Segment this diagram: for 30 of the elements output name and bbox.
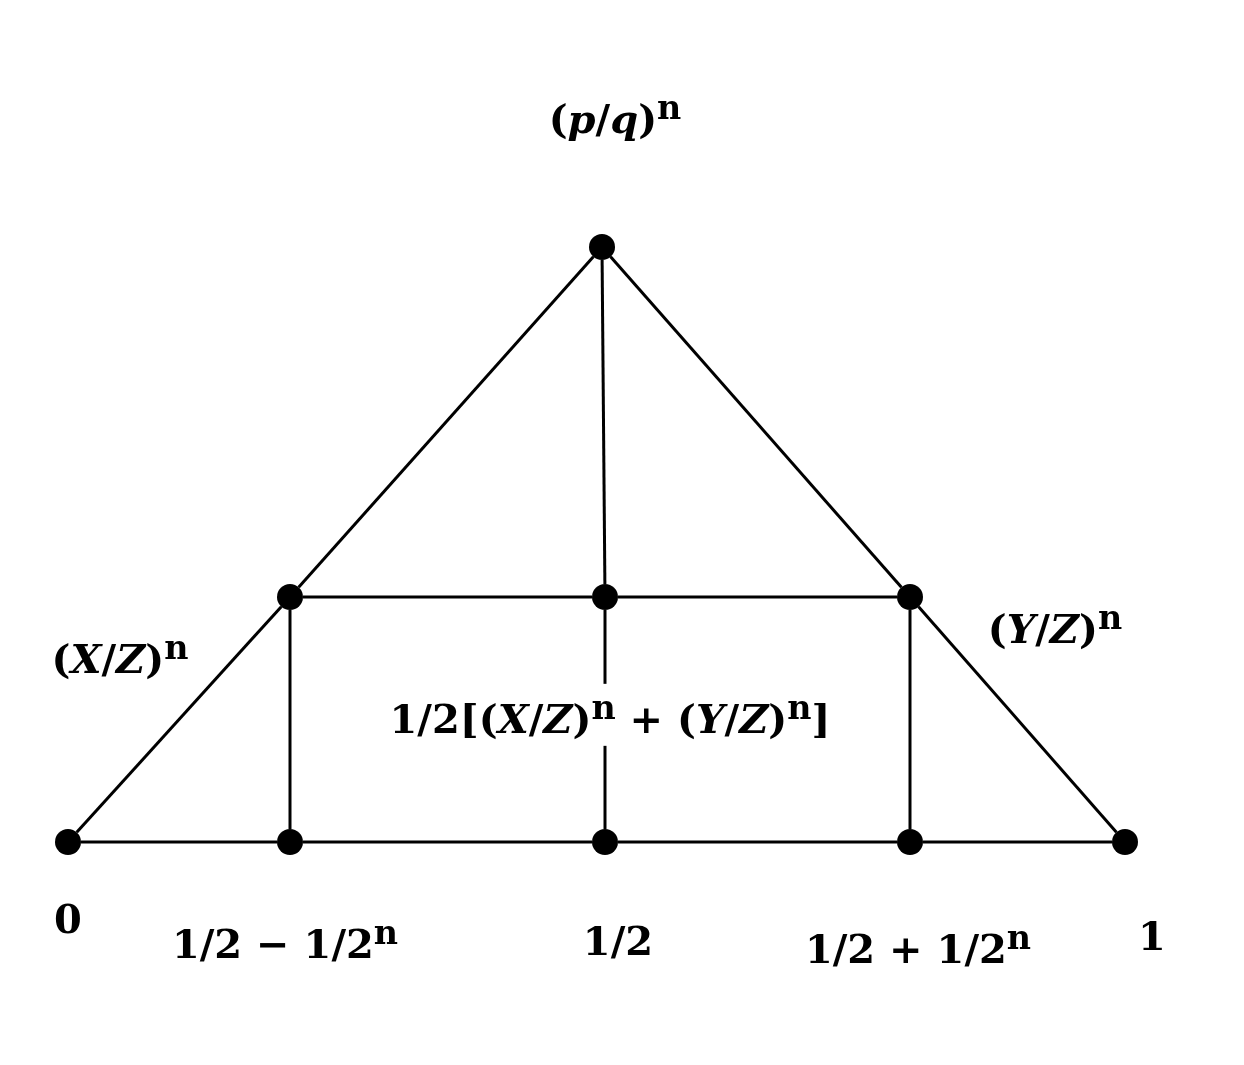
line-segment	[81, 840, 277, 844]
dot	[592, 584, 618, 610]
dot	[1112, 829, 1138, 855]
line-segment	[618, 840, 897, 844]
line-segment	[618, 595, 897, 599]
line-segment	[75, 605, 283, 834]
line-segment	[303, 595, 592, 599]
math-label: 1/2	[582, 916, 654, 964]
math-label: (Y/Z)$^{n}$	[987, 597, 1123, 653]
dot	[277, 584, 303, 610]
math-label: 1	[1138, 911, 1166, 959]
dot	[592, 829, 618, 855]
line-segment	[923, 840, 1112, 844]
math-label: 1/2 − 1/2$^{n}$	[171, 912, 399, 968]
dot	[897, 584, 923, 610]
dot	[55, 829, 81, 855]
dot	[277, 829, 303, 855]
math-label: 0	[54, 894, 82, 942]
dot	[897, 829, 923, 855]
line-segment	[908, 610, 912, 829]
line-segment	[600, 260, 607, 584]
line-segment	[297, 255, 595, 589]
math-label: 1/2 + 1/2$^{n}$	[804, 917, 1032, 973]
math-label: (X/Z)$^{n}$	[51, 627, 189, 683]
line-segment	[303, 840, 592, 844]
line-segment	[917, 605, 1118, 834]
line-segment	[609, 255, 903, 589]
math-label: (p/q)$^{n}$	[548, 87, 682, 143]
line-segment	[288, 610, 292, 829]
dot	[589, 234, 615, 260]
